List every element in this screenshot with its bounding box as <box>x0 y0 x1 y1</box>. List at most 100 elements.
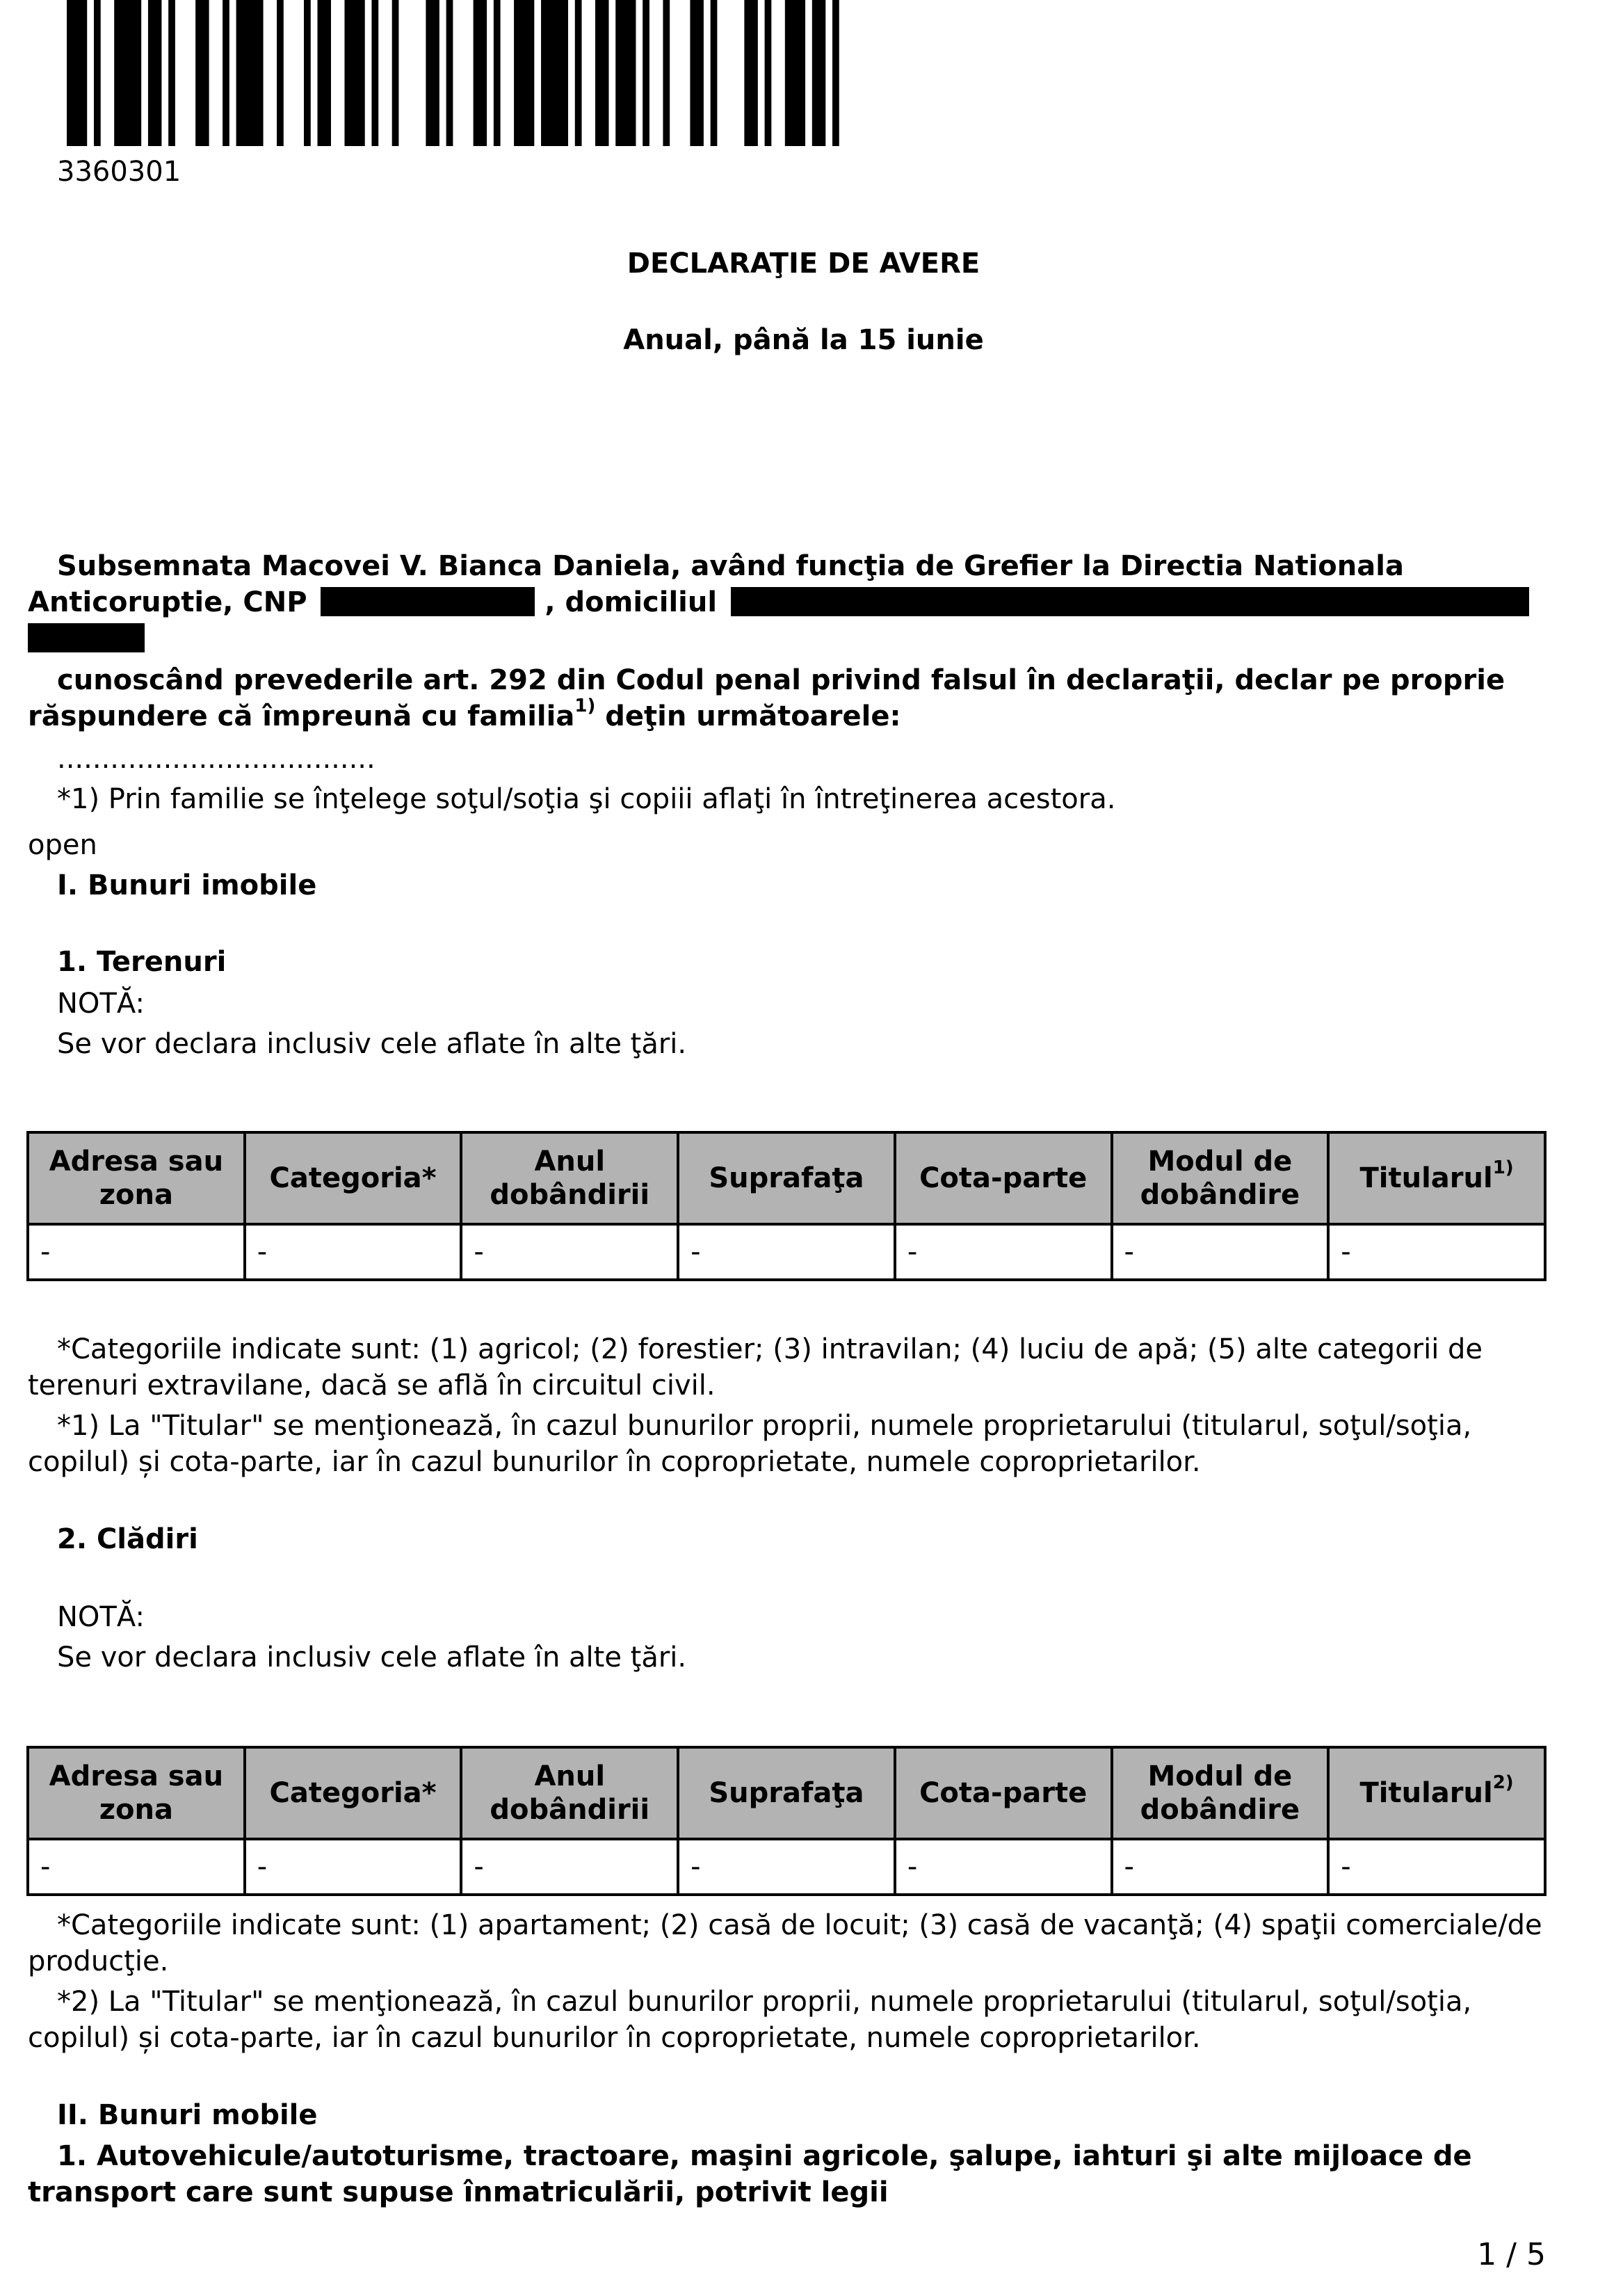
barcode-bar <box>784 0 806 146</box>
barcode-bar <box>710 0 718 146</box>
declarant-paragraph: Subsemnata Macovei V. Bianca Daniela, av… <box>28 548 1544 657</box>
lands-nota-label: NOTĂ: <box>57 988 145 1020</box>
buildings-heading: 2. Clădiri <box>57 1523 198 1555</box>
table-cell: - <box>893 1223 1113 1281</box>
open-label: open <box>28 829 97 861</box>
barcode-bar <box>195 0 209 146</box>
barcode-bar <box>344 0 365 146</box>
barcode-bar <box>236 0 264 146</box>
table-cell: - <box>1110 1838 1330 1896</box>
section-2-heading: II. Bunuri mobile <box>57 2099 318 2131</box>
vehicles-heading: 1. Autovehicule/autoturisme, tractoare, … <box>28 2140 1472 2208</box>
table-cell: - <box>26 1838 246 1896</box>
barcode-bar <box>764 0 772 146</box>
barcode-bar <box>168 0 175 146</box>
buildings-owner-note: *2) La "Titular" se menţionează, în cazu… <box>28 1986 1472 2054</box>
barcode-bar <box>317 0 331 146</box>
barcode-bar <box>663 0 670 146</box>
table-cell: - <box>460 1838 680 1896</box>
buildings-header-area: Suprafaţa <box>677 1746 896 1840</box>
buildings-table-header-row: Adresa sau zona Categoria* Anul dobândir… <box>26 1746 1547 1840</box>
lands-header-owner: Titularul1) <box>1327 1131 1547 1226</box>
buildings-header-share: Cota-parte <box>893 1746 1113 1840</box>
table-cell: - <box>1327 1223 1547 1281</box>
lands-header-share: Cota-parte <box>893 1131 1113 1226</box>
barcode-bar <box>277 0 284 146</box>
lands-category-note: *Categoriile indicate sunt: (1) agricol;… <box>28 1333 1483 1402</box>
barcode-bar <box>744 0 758 146</box>
barcode-bar <box>304 0 311 146</box>
family-footnote-marker: 1) <box>574 695 596 716</box>
barcode-bar <box>223 0 229 146</box>
lands-header-acquisition: Modul de dobândire <box>1110 1131 1330 1226</box>
barcode-bar <box>391 0 399 146</box>
barcode-bar <box>690 0 704 146</box>
barcode-bar <box>114 0 142 146</box>
page-number: 1 / 5 <box>1477 2237 1546 2272</box>
lands-header-category: Categoria* <box>243 1131 463 1226</box>
dotted-placeholder: .................................... <box>57 743 375 775</box>
table-cell: - <box>1110 1223 1330 1281</box>
domicile-label: , domiciliul <box>544 586 718 618</box>
cnp-redaction <box>321 587 535 616</box>
declaration-statement: cunoscând prevederile art. 292 din Codul… <box>28 662 1544 734</box>
table-row: - - - - - - - <box>26 1838 1547 1896</box>
table-cell: - <box>677 1838 896 1896</box>
barcode-bar <box>574 0 582 146</box>
lands-header-area: Suprafaţa <box>677 1131 896 1226</box>
barcode-bar <box>473 0 487 146</box>
buildings-header-address: Adresa sau zona <box>26 1746 246 1840</box>
family-footnote: *1) Prin familie se înţelege soţul/soţia… <box>57 783 1116 815</box>
barcode-bar <box>514 0 535 146</box>
cnp-label: Anticoruptie, CNP <box>28 586 307 618</box>
barcode-bar <box>595 0 609 146</box>
domicile-redaction <box>731 587 1529 616</box>
domicile-redaction-continued <box>28 623 145 652</box>
table-cell: - <box>243 1838 463 1896</box>
table-cell: - <box>1327 1838 1547 1896</box>
buildings-header-category: Categoria* <box>243 1746 463 1840</box>
document-title: DECLARAŢIE DE AVERE <box>627 248 980 280</box>
lands-nota-text: Se vor declara inclusiv cele aflate în a… <box>57 1028 687 1060</box>
declarant-line-1: Subsemnata Macovei V. Bianca Daniela, av… <box>57 550 1404 582</box>
buildings-header-year: Anul dobândirii <box>460 1746 680 1840</box>
statement-line-1: cunoscând prevederile art. 292 din Codul… <box>57 664 1505 696</box>
document-subtitle: Anual, până la 15 iunie <box>623 324 984 356</box>
section-1-heading: I. Bunuri imobile <box>57 869 317 901</box>
statement-line-2: răspundere că împreună cu familia <box>28 700 575 732</box>
table-cell: - <box>26 1223 246 1281</box>
barcode-bar <box>541 0 569 146</box>
table-row: - - - - - - - <box>26 1223 1547 1281</box>
buildings-nota-text: Se vor declara inclusiv cele aflate în a… <box>57 1641 687 1673</box>
lands-header-year: Anul dobândirii <box>460 1131 680 1226</box>
buildings-nota-label: NOTĂ: <box>57 1601 145 1633</box>
barcode-bar <box>67 0 88 146</box>
barcode-bar <box>147 0 162 146</box>
barcode-bar <box>493 0 501 146</box>
barcode-bar <box>371 0 379 146</box>
barcode-bar <box>426 0 439 146</box>
buildings-table: Adresa sau zona Categoria* Anul dobândir… <box>26 1746 1547 1896</box>
table-cell: - <box>677 1223 896 1281</box>
barcode-bar <box>811 0 826 146</box>
statement-line-2-end: deţin următoarele: <box>605 700 901 732</box>
table-cell: - <box>893 1838 1113 1896</box>
lands-header-address: Adresa sau zona <box>26 1131 246 1226</box>
barcode-bar <box>643 0 649 146</box>
barcode-bar <box>832 0 839 146</box>
lands-table: Adresa sau zona Categoria* Anul dobândir… <box>26 1131 1547 1281</box>
lands-table-header-row: Adresa sau zona Categoria* Anul dobândir… <box>26 1131 1547 1226</box>
barcode-bar <box>93 0 101 146</box>
buildings-header-acquisition: Modul de dobândire <box>1110 1746 1330 1840</box>
document-number: 3360301 <box>57 156 181 188</box>
lands-heading: 1. Terenuri <box>57 946 227 978</box>
buildings-header-owner: Titularul2) <box>1327 1746 1547 1840</box>
table-cell: - <box>460 1223 680 1281</box>
table-cell: - <box>243 1223 463 1281</box>
barcode-bar <box>446 0 453 146</box>
barcode-image <box>67 0 839 146</box>
buildings-category-note: *Categoriile indicate sunt: (1) apartame… <box>28 1909 1542 1977</box>
lands-owner-note: *1) La "Titular" se menţionează, în cazu… <box>28 1410 1472 1478</box>
barcode-bar <box>615 0 636 146</box>
